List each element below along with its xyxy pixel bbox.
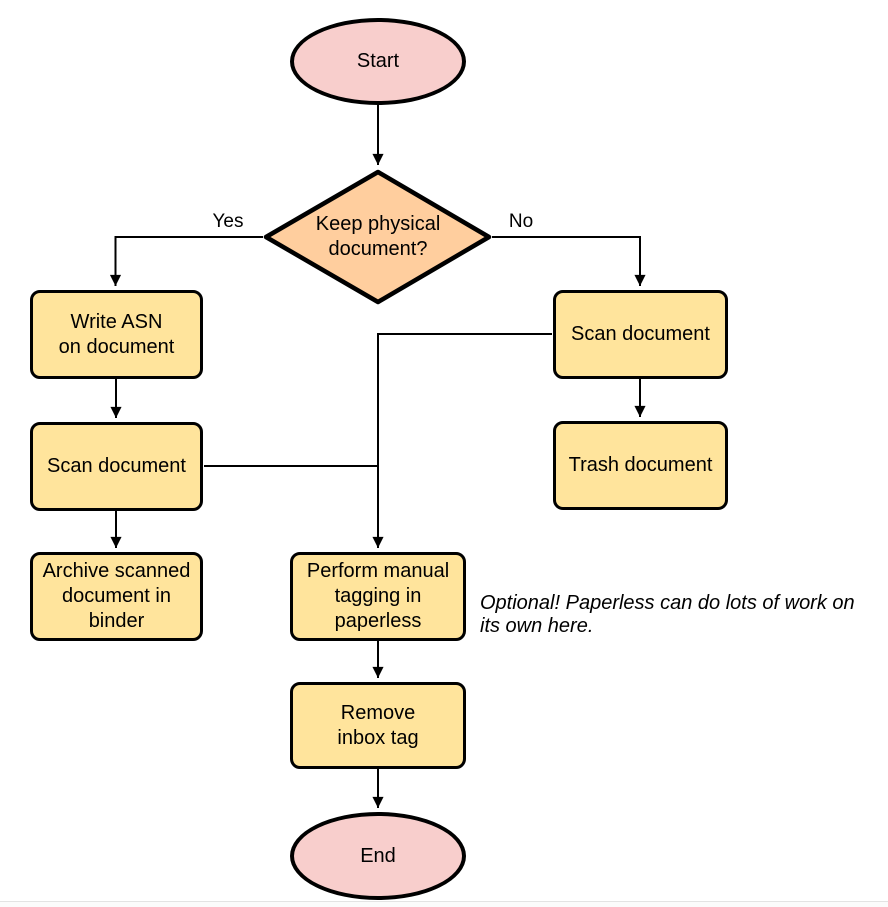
- node-scan-document-right: Scan document: [553, 290, 728, 379]
- edge-rightscan-to-tagging: [372, 333, 552, 548]
- node-remove-inbox-tag: Remove inbox tag: [290, 682, 466, 769]
- node-write-asn: Write ASN on document: [30, 290, 203, 379]
- edge-label-yes: Yes: [212, 211, 244, 232]
- edge-decision-yes: [109, 236, 263, 286]
- page-bottom-edge: [0, 901, 888, 907]
- decision-diamond-shape: [263, 169, 492, 305]
- node-manual-tagging: Perform manual tagging in paperless: [290, 552, 466, 641]
- optional-note: Optional! Paperless can do lots of work …: [480, 592, 855, 637]
- node-trash-document: Trash document: [553, 421, 728, 510]
- node-end: End: [290, 812, 466, 900]
- edge-label-no: No: [508, 211, 534, 232]
- edge-decision-no: [492, 236, 646, 286]
- node-decision-label: Keep physical document?: [315, 213, 441, 260]
- node-scan-document-left: Scan document: [30, 422, 203, 511]
- node-start: Start: [290, 18, 466, 105]
- node-archive-binder: Archive scanned document in binder: [30, 552, 203, 641]
